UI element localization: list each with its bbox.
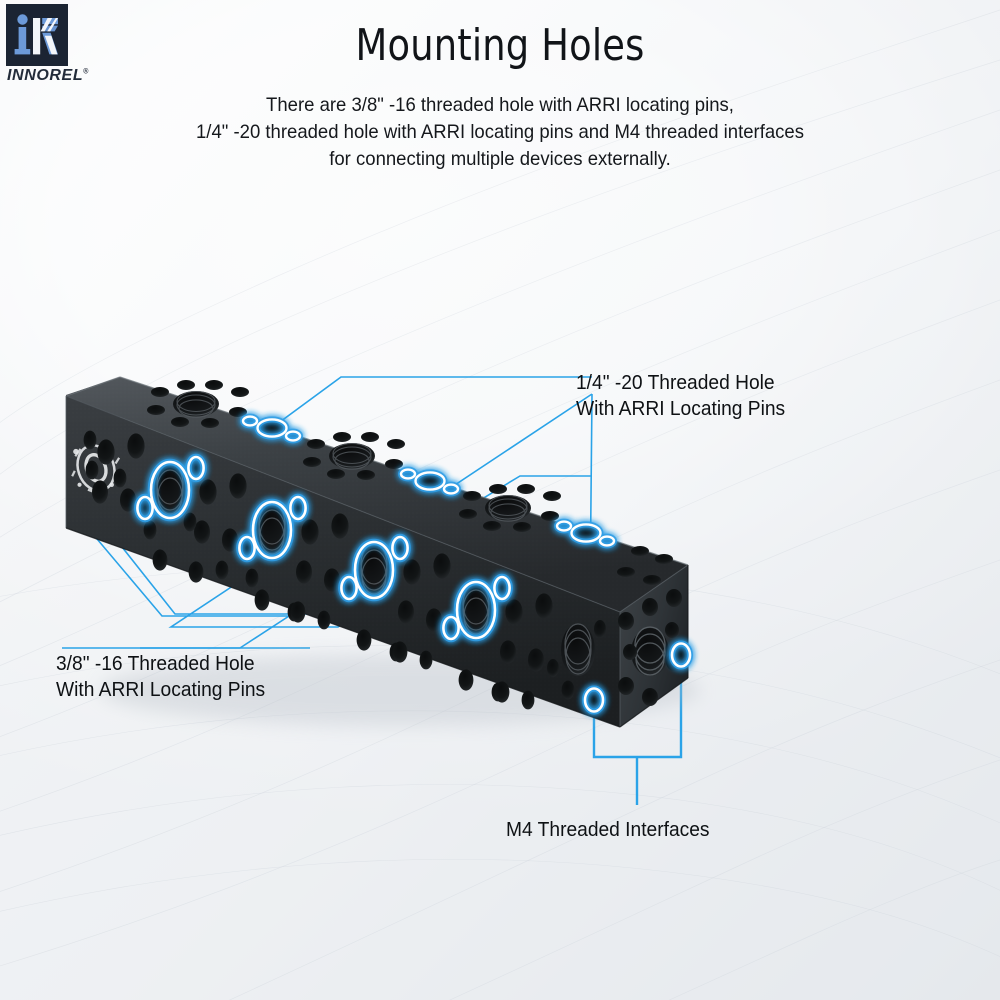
brand-wordmark: INNOREL®: [7, 67, 88, 85]
callout-threeeighth-line-1: 3/8" -16 Threaded Hole: [56, 653, 255, 675]
callout-quarter-line-1: 1/4" -20 Threaded Hole: [576, 372, 775, 394]
innorel-logo-icon: [6, 4, 68, 66]
callout-label-m4: M4 Threaded Interfaces: [506, 818, 710, 844]
m4-leader: [592, 667, 683, 805]
page-title: Mounting Holes: [355, 20, 645, 71]
callout-m4-line-1: M4 Threaded Interfaces: [506, 819, 710, 841]
description-line-2: 1/4" -20 threaded hole with ARRI locatin…: [196, 121, 804, 143]
callout-label-three-eighth-16: 3/8" -16 Threaded Hole With ARRI Locatin…: [56, 652, 265, 703]
callout-quarter-line-2: With ARRI Locating Pins: [576, 397, 786, 420]
highlight-three-eighth-16-group: [134, 453, 513, 643]
registered-mark: ®: [83, 68, 89, 76]
brand-logo: INNOREL®: [6, 4, 88, 85]
highlight-m4-group: [582, 640, 693, 715]
description-line-1: There are 3/8" -16 threaded hole with AR…: [266, 94, 734, 116]
description-line-3: for connecting multiple devices external…: [329, 148, 671, 170]
cheese-bar-body: [65, 376, 689, 728]
highlight-quarter-20-group: [240, 413, 617, 549]
top-face-holes: [147, 380, 673, 585]
page-description: There are 3/8" -16 threaded hole with AR…: [25, 92, 975, 173]
callout-threeeighth-line-2: With ARRI Locating Pins: [56, 678, 266, 701]
callout-label-quarter-20: 1/4" -20 Threaded Hole With ARRI Locatin…: [576, 371, 785, 422]
front-face-holes: [83, 430, 606, 710]
wordmark-text: INNOREL: [7, 67, 84, 84]
